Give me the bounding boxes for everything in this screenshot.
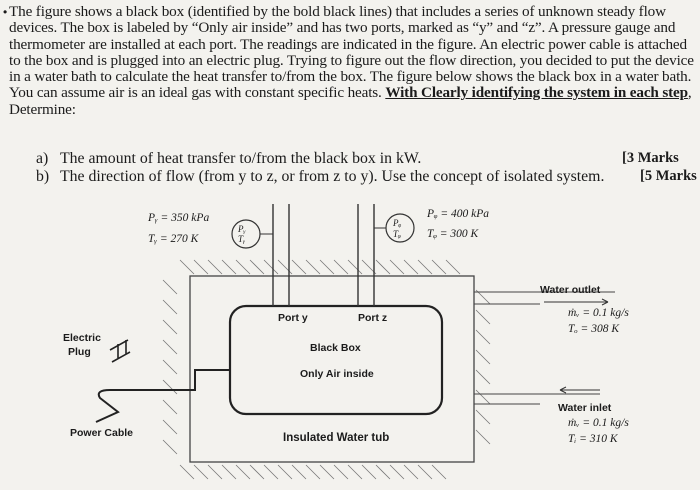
port-z-gauge-p: Pᵩ bbox=[393, 218, 402, 228]
port-y-gauge-p: Pᵧ bbox=[238, 224, 246, 234]
problem-paragraph-tail: , Determine: bbox=[9, 84, 692, 118]
tub-label: Insulated Water tub bbox=[283, 432, 390, 444]
port-z-pipe bbox=[357, 204, 375, 306]
port-y-pipe bbox=[272, 204, 290, 306]
port-y-temperature: Tᵧ = 270 K bbox=[148, 233, 199, 245]
port-z-label: Port z bbox=[358, 312, 388, 324]
port-y-label: Port y bbox=[278, 312, 308, 324]
black-box-figure: Pᵧ = 350 kPa Tᵧ = 270 K Pᵧ Tᵧ Pᵩ = 400 k… bbox=[0, 190, 700, 486]
electric-label: Electric bbox=[63, 332, 101, 344]
water-inlet-label: Water inlet bbox=[558, 402, 612, 414]
water-outlet-pipe bbox=[474, 291, 615, 305]
bullet-marker: • bbox=[3, 5, 8, 19]
question-b-text: The direction of flow (from y to z, or f… bbox=[60, 168, 605, 185]
question-a-letter: a) bbox=[36, 150, 49, 167]
system-emphasis: With Clearly identifying the system in e… bbox=[385, 84, 688, 102]
power-cable-label: Power Cable bbox=[70, 427, 134, 439]
outlet-arrow bbox=[544, 298, 609, 306]
water-outlet-label: Water outlet bbox=[540, 284, 601, 296]
water-inlet-flow: ṁᵥ = 0.1 kg/s bbox=[568, 417, 629, 429]
port-y-gauge bbox=[231, 219, 261, 249]
power-cable-wire bbox=[95, 369, 230, 423]
water-outlet-flow: ṁᵥ = 0.1 kg/s bbox=[568, 307, 629, 319]
water-tub-outline bbox=[189, 275, 475, 463]
only-air-label: Only Air inside bbox=[300, 368, 374, 380]
electric-plug-icon bbox=[109, 339, 131, 363]
port-y-gauge-t: Tᵧ bbox=[238, 234, 246, 244]
plug-label: Plug bbox=[68, 346, 91, 358]
inlet-arrow bbox=[559, 386, 600, 394]
question-b-letter: b) bbox=[36, 168, 50, 185]
question-a-marks: [3 Marks bbox=[622, 150, 679, 166]
water-outlet-temp: Tₒ = 308 K bbox=[568, 323, 619, 335]
port-z-gauge-t: Tᵩ bbox=[393, 229, 401, 239]
problem-statement: • The figure shows a black box (identifi… bbox=[3, 3, 697, 118]
port-z-temperature: Tᵩ = 300 K bbox=[427, 228, 479, 240]
port-y-pressure: Pᵧ = 350 kPa bbox=[148, 212, 210, 224]
water-inlet-pipe bbox=[474, 393, 600, 405]
question-b: b) The direction of flow (from y to z, or… bbox=[36, 168, 604, 186]
water-inlet-temp: Tᵢ = 310 K bbox=[568, 433, 618, 445]
problem-paragraph: The figure shows a black box (identified… bbox=[9, 3, 694, 102]
black-box-label: Black Box bbox=[310, 342, 361, 354]
figure-drawing bbox=[95, 204, 615, 480]
port-z-pressure: Pᵩ = 400 kPa bbox=[427, 208, 490, 220]
question-b-marks: [5 Marks bbox=[640, 168, 697, 184]
question-a-text: The amount of heat transfer to/from the … bbox=[60, 150, 422, 167]
question-a: a) The amount of heat transfer to/from th… bbox=[36, 150, 421, 168]
black-box-outline bbox=[228, 304, 444, 416]
tub-hatching bbox=[162, 259, 491, 480]
